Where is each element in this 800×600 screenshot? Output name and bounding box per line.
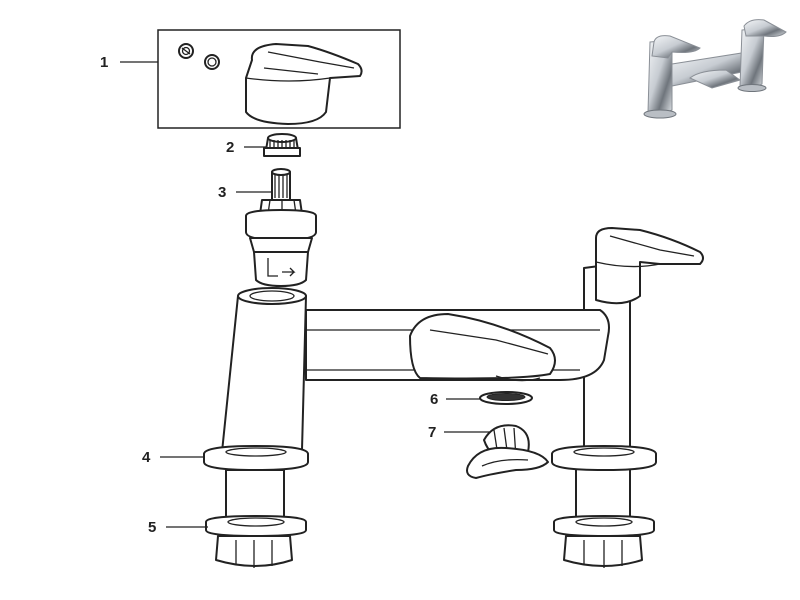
part-5-back-nut-washer bbox=[205, 515, 655, 537]
part-3-cartridge bbox=[245, 168, 317, 287]
product-thumbnail-image bbox=[643, 19, 787, 119]
callout-5: 5 bbox=[148, 519, 156, 536]
cap-screw bbox=[204, 54, 220, 70]
part-2-spline-adaptor bbox=[263, 133, 301, 157]
leader-lines bbox=[120, 61, 490, 528]
callout-3: 3 bbox=[218, 184, 226, 201]
part-4-base-washer bbox=[203, 445, 657, 471]
callout-2: 2 bbox=[226, 139, 234, 156]
tap-body bbox=[215, 227, 704, 568]
callout-4: 4 bbox=[142, 449, 151, 466]
callout-1: 1 bbox=[100, 54, 108, 71]
part-7-aerator-key bbox=[466, 424, 549, 479]
part-6-aerator bbox=[479, 391, 533, 405]
callout-6: 6 bbox=[430, 391, 438, 408]
grub-screw bbox=[178, 43, 194, 59]
part-1-handle-kit bbox=[157, 29, 401, 129]
lever-handle bbox=[245, 43, 363, 125]
callout-7: 7 bbox=[428, 424, 436, 441]
